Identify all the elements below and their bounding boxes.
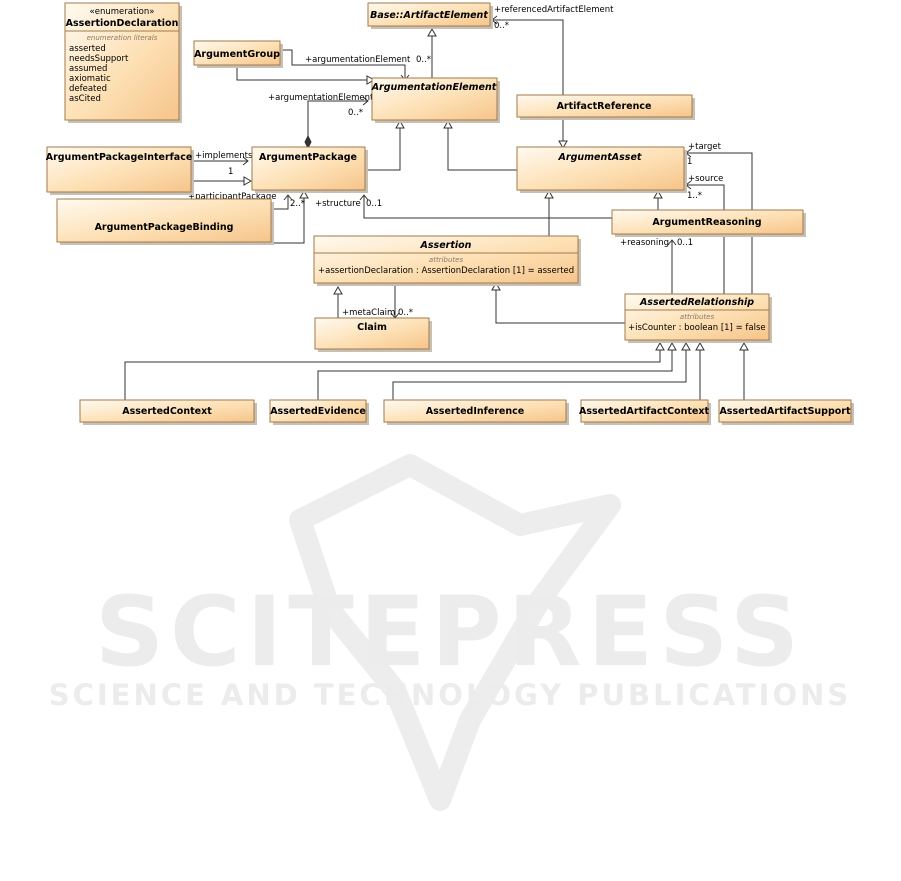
role-structure: +structure bbox=[315, 199, 361, 209]
mult-target: 1 bbox=[687, 157, 692, 167]
enum-literal: axiomatic bbox=[69, 74, 111, 84]
enum-assertion-declaration[interactable]: «enumeration» AssertionDeclaration enume… bbox=[64, 2, 182, 123]
role-source: +source bbox=[688, 174, 723, 184]
class-name: ArgumentGroup bbox=[194, 49, 280, 60]
enum-literal: needsSupport bbox=[69, 54, 129, 64]
role-labels: +referencedArtifactElement 0..* +argumen… bbox=[188, 5, 723, 318]
class-asserted-artifact-support[interactable]: AssertedArtifactSupport bbox=[718, 399, 854, 425]
class-argument-package[interactable]: ArgumentPackage bbox=[251, 146, 368, 193]
class-asserted-evidence[interactable]: AssertedEvidence bbox=[269, 399, 369, 425]
class-argument-group[interactable]: ArgumentGroup bbox=[193, 40, 283, 68]
class-assertion[interactable]: Assertion attributes +assertionDeclarati… bbox=[313, 235, 581, 286]
watermark-logo-shape bbox=[289, 454, 621, 811]
class-name: AssertedArtifactSupport bbox=[719, 406, 851, 417]
enum-literal: asCited bbox=[69, 94, 101, 104]
role-reasoning: +reasoning bbox=[620, 238, 669, 248]
class-argumentation-element[interactable]: ArgumentationElement bbox=[371, 77, 500, 123]
class-claim[interactable]: Claim bbox=[314, 317, 432, 352]
role-participant-package: +participantPackage bbox=[188, 192, 277, 202]
mult-referenced: 0..* bbox=[494, 21, 509, 31]
class-name: AssertedRelationship bbox=[639, 297, 754, 308]
class-name: Claim bbox=[357, 322, 387, 333]
watermark: SCITEPRESS SCIENCE AND TECHNOLOGY PUBLIC… bbox=[49, 454, 852, 811]
class-name: AssertedArtifactContext bbox=[579, 406, 709, 417]
role-target: +target bbox=[688, 142, 722, 152]
class-asserted-artifact-context[interactable]: AssertedArtifactContext bbox=[579, 399, 711, 425]
attributes-section-label: attributes bbox=[680, 313, 715, 321]
class-asserted-inference[interactable]: AssertedInference bbox=[383, 399, 569, 425]
role-implements: +implements bbox=[195, 151, 253, 161]
mult-argumentation-element-group: 0..* bbox=[416, 55, 431, 65]
enum-literal: assumed bbox=[69, 64, 107, 74]
class-argument-reasoning[interactable]: ArgumentReasoning bbox=[611, 209, 806, 237]
class-name: AssertedContext bbox=[122, 406, 212, 417]
class-name: ArgumentReasoning bbox=[652, 217, 761, 228]
role-meta-claim: +metaClaim bbox=[342, 308, 395, 318]
class-name: ArgumentationElement bbox=[371, 82, 497, 93]
mult-source: 1..* bbox=[687, 191, 702, 201]
class-artifact-element[interactable]: Base::ArtifactElement bbox=[367, 2, 493, 29]
enum-literal: defeated bbox=[69, 84, 107, 94]
attribute-is-counter: +isCounter : boolean [1] = false bbox=[628, 323, 766, 333]
role-referenced-artifact-element: +referencedArtifactElement bbox=[494, 5, 614, 15]
watermark-title: SCITEPRESS bbox=[95, 576, 805, 688]
enum-section-label: enumeration literals bbox=[87, 34, 158, 42]
attributes-section-label: attributes bbox=[429, 256, 464, 264]
class-name: ArgumentPackageBinding bbox=[95, 222, 234, 233]
watermark-subtitle: SCIENCE AND TECHNOLOGY PUBLICATIONS bbox=[49, 678, 852, 712]
enum-stereotype: «enumeration» bbox=[90, 7, 155, 17]
mult-argumentation-element-package: 0..* bbox=[348, 108, 363, 118]
class-name: ArgumentPackage bbox=[259, 152, 357, 163]
class-artifact-reference[interactable]: ArtifactReference bbox=[516, 94, 695, 120]
role-argumentation-element-package: +argumentationElement bbox=[268, 93, 374, 103]
mult-implements: 1 bbox=[228, 167, 233, 177]
role-argumentation-element-group: +argumentationElement bbox=[305, 55, 411, 65]
mult-structure: 0..1 bbox=[366, 199, 382, 209]
class-asserted-relationship[interactable]: AssertedRelationship attributes +isCount… bbox=[624, 293, 772, 343]
class-name: ArtifactReference bbox=[557, 101, 652, 112]
mult-meta-claim: 0..* bbox=[398, 308, 413, 318]
attribute-assertion-declaration: +assertionDeclaration : AssertionDeclara… bbox=[318, 266, 574, 276]
connectors bbox=[124, 15, 753, 400]
class-argument-package-binding[interactable]: ArgumentPackageBinding bbox=[56, 198, 274, 245]
enum-literal: asserted bbox=[69, 44, 106, 54]
class-name: AssertedEvidence bbox=[270, 406, 366, 417]
class-argument-package-interface[interactable]: ArgumentPackageInterface bbox=[46, 146, 194, 195]
class-name: Base::ArtifactElement bbox=[370, 10, 488, 21]
enum-name: AssertionDeclaration bbox=[66, 18, 179, 29]
mult-participant: 2..* bbox=[290, 199, 305, 209]
class-asserted-context[interactable]: AssertedContext bbox=[79, 399, 257, 425]
class-name: ArgumentAsset bbox=[558, 152, 642, 163]
class-name: AssertedInference bbox=[426, 406, 524, 417]
mult-reasoning: 0..1 bbox=[677, 238, 693, 248]
class-argument-asset[interactable]: ArgumentAsset bbox=[516, 146, 687, 193]
class-name: Assertion bbox=[420, 240, 472, 251]
class-name: ArgumentPackageInterface bbox=[46, 152, 193, 163]
